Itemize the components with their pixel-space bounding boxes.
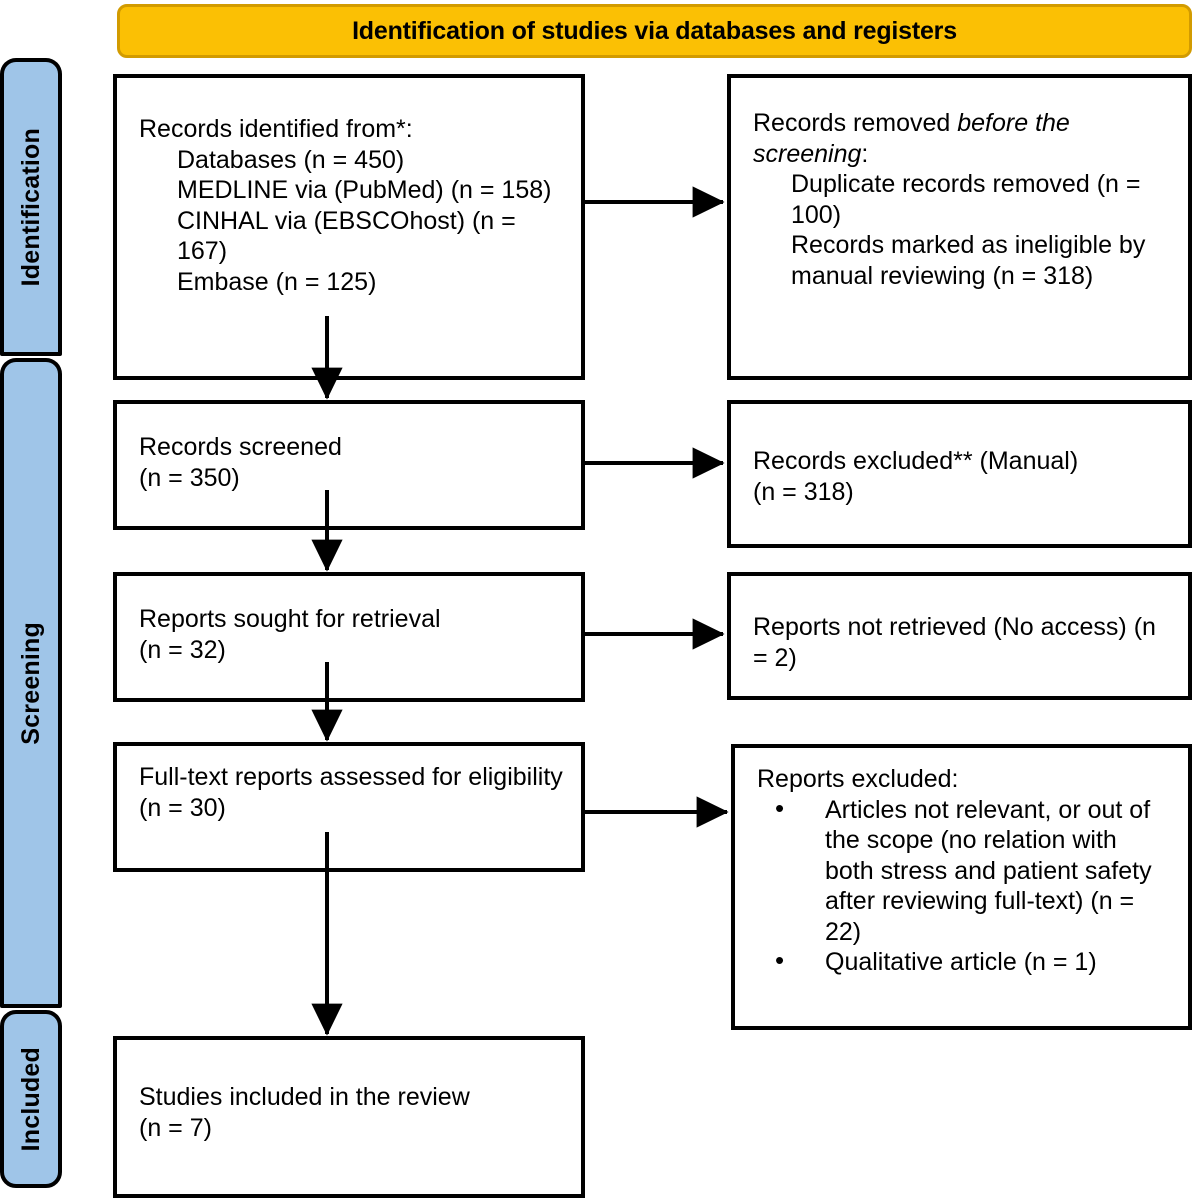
records-identified-heading: Records identified from*: <box>139 115 413 143</box>
reports-not-retrieved-label: Reports not retrieved (No access) (n = 2… <box>753 613 1163 672</box>
records-identified-line-databases: Databases (n = 450) <box>177 145 405 174</box>
reports-sought-label: Reports sought for retrieval <box>139 605 441 633</box>
records-screened-label: Records screened <box>139 433 342 461</box>
records-removed-heading-italic: before the screening <box>753 109 1077 168</box>
box-fulltext-reports-assessed: Full-text reports assessed for eligibili… <box>113 742 585 872</box>
records-identified-line-cinhal: CINHAL via (EBSCOhost) (n = 167) <box>177 206 523 266</box>
records-identified-line-embase: Embase (n = 125) <box>177 267 377 296</box>
box-records-screened: Records screened (n = 350) <box>113 400 585 530</box>
records-screened-count: (n = 350) <box>139 463 240 492</box>
box-reports-not-retrieved: Reports not retrieved (No access) (n = 2… <box>727 572 1192 700</box>
records-removed-heading-tail: : <box>861 139 869 168</box>
records-identified-line-medline: MEDLINE via (PubMed) (n = 158) <box>177 176 552 204</box>
records-removed-line-duplicates: Duplicate records removed (n = 100) <box>791 170 1148 229</box>
studies-included-count: (n = 7) <box>139 1113 212 1142</box>
box-records-identified: Records identified from*: Databases (n =… <box>113 74 585 380</box>
phase-tab-included: Included <box>0 1010 62 1188</box>
reports-sought-count: (n = 32) <box>139 635 226 664</box>
phase-tab-screening: Screening <box>0 358 62 1008</box>
reports-excluded-list: Articles not relevant, or out of the sco… <box>757 793 1172 978</box>
reports-excluded-bullet-qualitative: Qualitative article (n = 1) <box>757 945 1172 978</box>
fulltext-assessed-label: Full-text reports assessed for eligibili… <box>139 763 563 791</box>
records-removed-line-ineligible: Records marked as ineligible by manual r… <box>791 231 1153 290</box>
phase-tab-screening-label: Screening <box>16 621 45 745</box>
box-studies-included: Studies included in the review (n = 7) <box>113 1036 585 1198</box>
records-removed-heading-plain: Records removed <box>753 109 958 137</box>
phase-tab-included-label: Included <box>16 1046 45 1152</box>
diagram-title: Identification of studies via databases … <box>352 16 957 45</box>
box-reports-excluded: Reports excluded: Articles not relevant,… <box>731 744 1192 1030</box>
phase-tab-identification-label: Identification <box>16 127 45 287</box>
box-records-removed-before-screening: Records removed before the screening: Du… <box>727 74 1192 380</box>
studies-included-label: Studies included in the review <box>139 1083 470 1111</box>
phase-tab-identification: Identification <box>0 58 62 356</box>
reports-excluded-heading: Reports excluded: <box>757 765 959 793</box>
box-records-excluded: Records excluded** (Manual) (n = 318) <box>727 400 1192 548</box>
box-reports-sought-for-retrieval: Reports sought for retrieval (n = 32) <box>113 572 585 702</box>
records-removed-heading: Records removed before the screening: <box>753 108 1172 169</box>
diagram-title-banner: Identification of studies via databases … <box>117 4 1192 58</box>
fulltext-assessed-count: (n = 30) <box>139 793 226 822</box>
records-excluded-label: Records excluded** (Manual) <box>753 447 1079 475</box>
records-excluded-count: (n = 318) <box>753 477 854 506</box>
reports-excluded-bullet-not-relevant: Articles not relevant, or out of the sco… <box>757 793 1172 948</box>
